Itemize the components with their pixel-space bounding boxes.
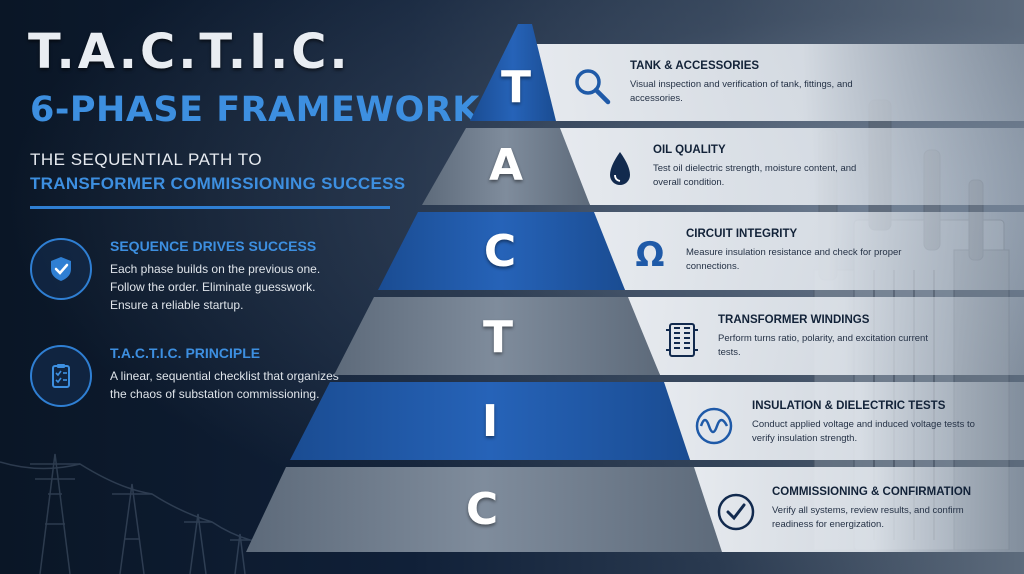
phase-description: Perform turns ratio, polarity, and excit… [718, 333, 928, 358]
phase-panels [532, 44, 1024, 552]
omega-icon: Ω [636, 235, 665, 275]
pyramid-letter-6: C [465, 484, 499, 535]
phase-description: Test oil dielectric strength, moisture c… [653, 163, 857, 188]
phase-description: Measure insulation resistance and check … [686, 247, 902, 272]
phase-title: CIRCUIT INTEGRITY [686, 228, 798, 240]
svg-text:Ω: Ω [636, 235, 665, 275]
pyramid-letter-2: A [488, 140, 524, 191]
sine-wave-icon [695, 407, 733, 445]
feature-text: Each phase builds on the previous one. F… [110, 262, 321, 312]
pyramid-letter-5: I [481, 396, 499, 447]
phase-title: INSULATION & DIELECTRIC TESTS [752, 400, 946, 412]
pyramid-tier-4 [334, 297, 660, 375]
page-subtitle: 6-PHASE FRAMEWORK [30, 90, 480, 130]
feature-title: SEQUENCE DRIVES SUCCESS [110, 238, 317, 254]
phase-description: Visual inspection and verification of ta… [630, 79, 853, 104]
phase-panel-1 [532, 44, 1024, 121]
pyramid-letter-3: C [483, 226, 517, 277]
phase-title: TRANSFORMER WINDINGS [718, 314, 870, 326]
divider [30, 206, 390, 209]
page-title: T.A.C.T.I.C. [28, 24, 351, 80]
tagline-line-2: TRANSFORMER COMMISSIONING SUCCESS [30, 174, 406, 193]
power-towers-illustration [0, 453, 300, 574]
coil-icon [666, 323, 698, 357]
magnifier-icon [575, 69, 611, 105]
phase-panel-6 [690, 467, 1024, 552]
tagline-line-1: THE SEQUENTIAL PATH TO [30, 150, 263, 169]
phase-description: Verify all systems, review results, and … [772, 505, 964, 530]
feature-title: T.A.C.T.I.C. PRINCIPLE [110, 345, 261, 361]
pyramid-tier-3 [378, 212, 625, 290]
pyramid-tier-6 [246, 467, 722, 552]
phase-title: OIL QUALITY [653, 144, 726, 156]
pyramid-tier-5 [290, 382, 690, 460]
pyramid-tier-2 [422, 128, 590, 205]
phase-panel-4 [625, 297, 1024, 375]
clipboard-checklist-icon [30, 345, 92, 407]
feature-text: A linear, sequential checklist that orga… [110, 369, 339, 401]
pyramid-tier-1 [470, 24, 556, 121]
oil-drop-icon [610, 152, 630, 185]
shield-check-icon [30, 238, 92, 300]
phase-panel-2 [552, 128, 1024, 205]
phase-panel-3 [590, 212, 1024, 290]
phase-description: Conduct applied voltage and induced volt… [752, 419, 975, 444]
checkmark-circle-icon [717, 493, 755, 531]
pyramid-letter-1: T [500, 62, 531, 113]
pyramid-letter-4: T [482, 312, 513, 363]
phase-title: TANK & ACCESSORIES [630, 60, 760, 72]
phase-panel-5 [660, 382, 1024, 460]
phase-title: COMMISSIONING & CONFIRMATION [772, 486, 972, 498]
